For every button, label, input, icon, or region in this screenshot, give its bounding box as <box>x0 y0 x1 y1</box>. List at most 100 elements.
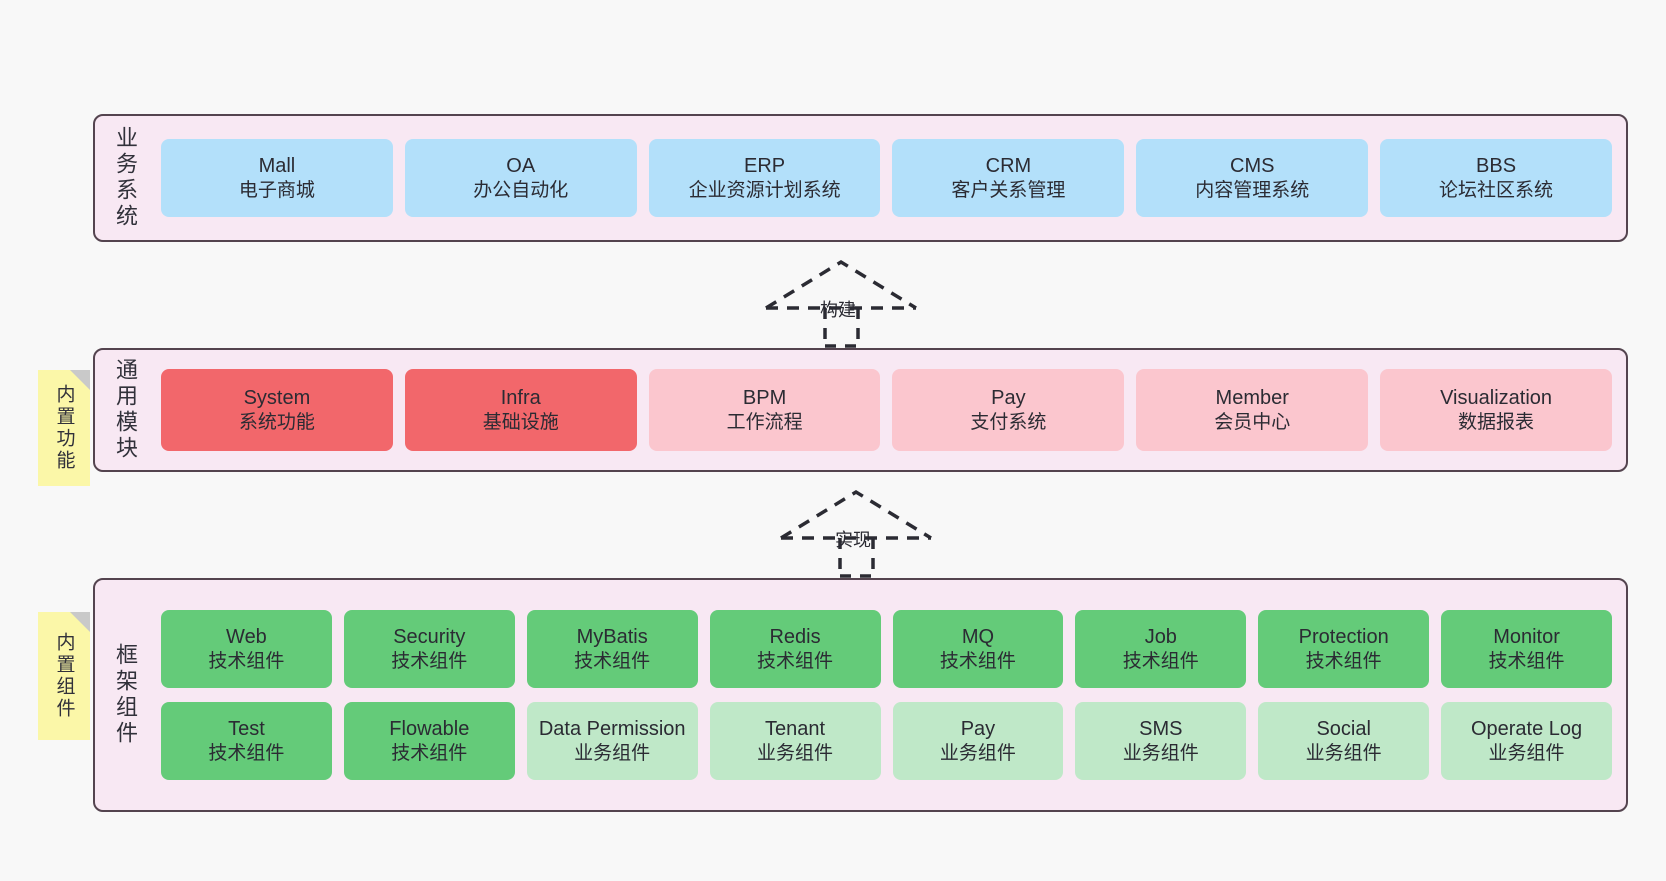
card-title: BPM <box>742 387 787 410</box>
card-title: Web <box>226 626 267 649</box>
card-row: Test 技术组件 Flowable 技术组件 Data Permission … <box>161 702 1612 780</box>
build-arrow: 构建 <box>760 258 920 348</box>
build-arrow-label: 构建 <box>820 300 856 320</box>
card-operate-log[interactable]: Operate Log 业务组件 <box>1441 702 1612 780</box>
card-monitor[interactable]: Monitor 技术组件 <box>1441 610 1612 688</box>
card-bpm[interactable]: BPM 工作流程 <box>648 369 881 451</box>
card-redis[interactable]: Redis 技术组件 <box>709 610 881 688</box>
card-subtitle: 业务组件 <box>1488 742 1565 764</box>
card-oa[interactable]: OA 办公自动化 <box>404 139 637 217</box>
card-title: Redis <box>769 626 821 649</box>
card-mybatis[interactable]: MyBatis 技术组件 <box>526 610 698 688</box>
card-title: Member <box>1215 387 1289 410</box>
card-title: OA <box>506 155 536 178</box>
implement-arrow-shape <box>780 489 932 578</box>
card-bbs[interactable]: BBS 论坛社区系统 <box>1380 139 1612 217</box>
card-subtitle: 技术组件 <box>1488 650 1565 672</box>
card-mq[interactable]: MQ 技术组件 <box>892 610 1064 688</box>
implement-arrow: 实现 <box>775 488 935 578</box>
layer-body-business-system: Mall 电子商城 OA 办公自动化 ERP 企业资源计划系统 CRM 客户关系… <box>147 116 1626 240</box>
card-flowable[interactable]: Flowable 技术组件 <box>343 702 515 780</box>
card-member[interactable]: Member 会员中心 <box>1136 369 1369 451</box>
layer-body-common-module: System 系统功能 Infra 基础设施 BPM 工作流程 Pay 支付系统… <box>147 350 1626 470</box>
card-title: Operate Log <box>1470 718 1583 741</box>
card-subtitle: 业务组件 <box>939 742 1016 764</box>
card-title: ERP <box>744 155 786 178</box>
implement-arrow-label: 实现 <box>835 530 871 550</box>
card-subtitle: 数据报表 <box>1458 411 1535 433</box>
card-subtitle: 论坛社区系统 <box>1439 179 1554 201</box>
card-crm[interactable]: CRM 客户关系管理 <box>892 139 1125 217</box>
layer-title-business-system: 业务系统 <box>113 126 138 230</box>
card-subtitle: 技术组件 <box>574 650 651 672</box>
build-arrow-shape <box>765 259 917 348</box>
card-test[interactable]: Test 技术组件 <box>161 702 332 780</box>
card-title: Security <box>393 626 466 649</box>
card-subtitle: 技术组件 <box>208 650 285 672</box>
card-subtitle: 会员中心 <box>1214 411 1291 433</box>
card-tenant[interactable]: Tenant 业务组件 <box>709 702 881 780</box>
layer-common-module[interactable]: 通用模块 System 系统功能 Infra 基础设施 BPM 工作流程 Pay… <box>93 348 1628 472</box>
card-social[interactable]: Social 业务组件 <box>1258 702 1430 780</box>
card-pay-component[interactable]: Pay 业务组件 <box>892 702 1064 780</box>
card-row: Mall 电子商城 OA 办公自动化 ERP 企业资源计划系统 CRM 客户关系… <box>161 139 1612 217</box>
card-title: Protection <box>1298 626 1389 649</box>
card-mall[interactable]: Mall 电子商城 <box>161 139 393 217</box>
card-subtitle: 支付系统 <box>970 411 1047 433</box>
card-title: Test <box>228 718 265 741</box>
card-subtitle: 技术组件 <box>391 742 468 764</box>
sticky-note-label: 内置组件 <box>53 632 75 720</box>
card-subtitle: 技术组件 <box>1305 650 1382 672</box>
card-pay[interactable]: Pay 支付系统 <box>892 369 1125 451</box>
card-system[interactable]: System 系统功能 <box>161 369 393 451</box>
card-row: Web 技术组件 Security 技术组件 MyBatis 技术组件 Redi… <box>161 610 1612 688</box>
card-cms[interactable]: CMS 内容管理系统 <box>1136 139 1369 217</box>
card-subtitle: 系统功能 <box>238 411 315 433</box>
card-subtitle: 技术组件 <box>208 742 285 764</box>
card-subtitle: 技术组件 <box>1122 650 1199 672</box>
card-subtitle: 内容管理系统 <box>1195 179 1310 201</box>
card-title: BBS <box>1476 155 1517 178</box>
card-subtitle: 业务组件 <box>1122 742 1199 764</box>
card-subtitle: 业务组件 <box>1305 742 1382 764</box>
card-job[interactable]: Job 技术组件 <box>1075 610 1247 688</box>
card-subtitle: 技术组件 <box>939 650 1016 672</box>
sticky-note-builtin-functions[interactable]: 内置功能 <box>38 370 90 486</box>
card-subtitle: 办公自动化 <box>473 179 569 201</box>
card-sms[interactable]: SMS 业务组件 <box>1075 702 1247 780</box>
card-title: CMS <box>1230 155 1275 178</box>
card-subtitle: 技术组件 <box>391 650 468 672</box>
layer-business-system[interactable]: 业务系统 Mall 电子商城 OA 办公自动化 ERP 企业资源计划系统 CRM… <box>93 114 1628 242</box>
sticky-note-builtin-components[interactable]: 内置组件 <box>38 612 90 740</box>
card-title: Pay <box>991 387 1026 410</box>
card-title: Pay <box>960 718 996 741</box>
card-visualization[interactable]: Visualization 数据报表 <box>1380 369 1612 451</box>
card-title: MyBatis <box>576 626 648 649</box>
card-title: Visualization <box>1440 387 1553 410</box>
card-subtitle: 业务组件 <box>574 742 651 764</box>
layer-title-framework-component: 框架组件 <box>113 643 138 747</box>
card-title: SMS <box>1139 718 1183 741</box>
card-infra[interactable]: Infra 基础设施 <box>404 369 637 451</box>
card-title: Monitor <box>1493 626 1560 649</box>
layer-body-framework-component: Web 技术组件 Security 技术组件 MyBatis 技术组件 Redi… <box>147 580 1626 810</box>
card-title: Infra <box>500 387 541 410</box>
layer-title-common-module: 通用模块 <box>113 358 138 462</box>
card-title: MQ <box>961 626 995 649</box>
card-title: CRM <box>985 155 1032 178</box>
layer-framework-component[interactable]: 框架组件 Web 技术组件 Security 技术组件 MyBatis 技术组件… <box>93 578 1628 812</box>
card-title: Flowable <box>389 718 470 741</box>
card-title: Tenant <box>765 718 826 741</box>
fold-corner-icon <box>70 612 90 632</box>
card-security[interactable]: Security 技术组件 <box>343 610 515 688</box>
card-subtitle: 基础设施 <box>482 411 559 433</box>
card-data-permission[interactable]: Data Permission 业务组件 <box>526 702 698 780</box>
card-subtitle: 企业资源计划系统 <box>688 179 841 201</box>
card-subtitle: 工作流程 <box>726 411 803 433</box>
card-erp[interactable]: ERP 企业资源计划系统 <box>648 139 881 217</box>
card-web[interactable]: Web 技术组件 <box>161 610 332 688</box>
card-protection[interactable]: Protection 技术组件 <box>1258 610 1430 688</box>
sticky-note-label: 内置功能 <box>53 384 75 472</box>
card-title: Social <box>1316 718 1371 741</box>
